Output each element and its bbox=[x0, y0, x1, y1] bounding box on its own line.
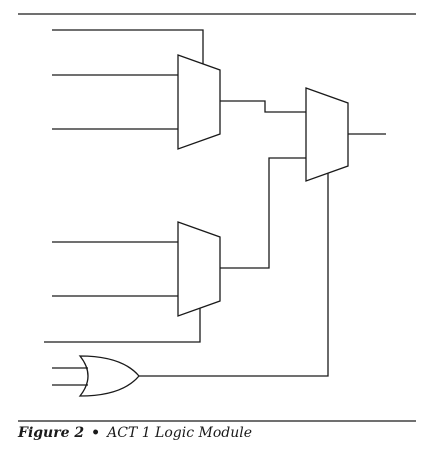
or-gate bbox=[78, 355, 140, 397]
mux-3 bbox=[305, 87, 349, 182]
or-gate-output-wire bbox=[139, 173, 329, 377]
figure-label: Figure 2 bbox=[18, 425, 85, 441]
mux-2 bbox=[177, 221, 221, 317]
figure-caption: Figure 2 • ACT 1 Logic Module bbox=[18, 424, 252, 442]
mux-1-input-a-wire bbox=[52, 29, 204, 64]
figure-title: ACT 1 Logic Module bbox=[107, 425, 253, 441]
mux-1 bbox=[177, 54, 221, 150]
mux-2-select-wire bbox=[44, 308, 201, 343]
mux-1-output-wire bbox=[220, 100, 306, 113]
mux-2-output-wire bbox=[220, 157, 306, 269]
caption-bullet: • bbox=[91, 425, 101, 441]
